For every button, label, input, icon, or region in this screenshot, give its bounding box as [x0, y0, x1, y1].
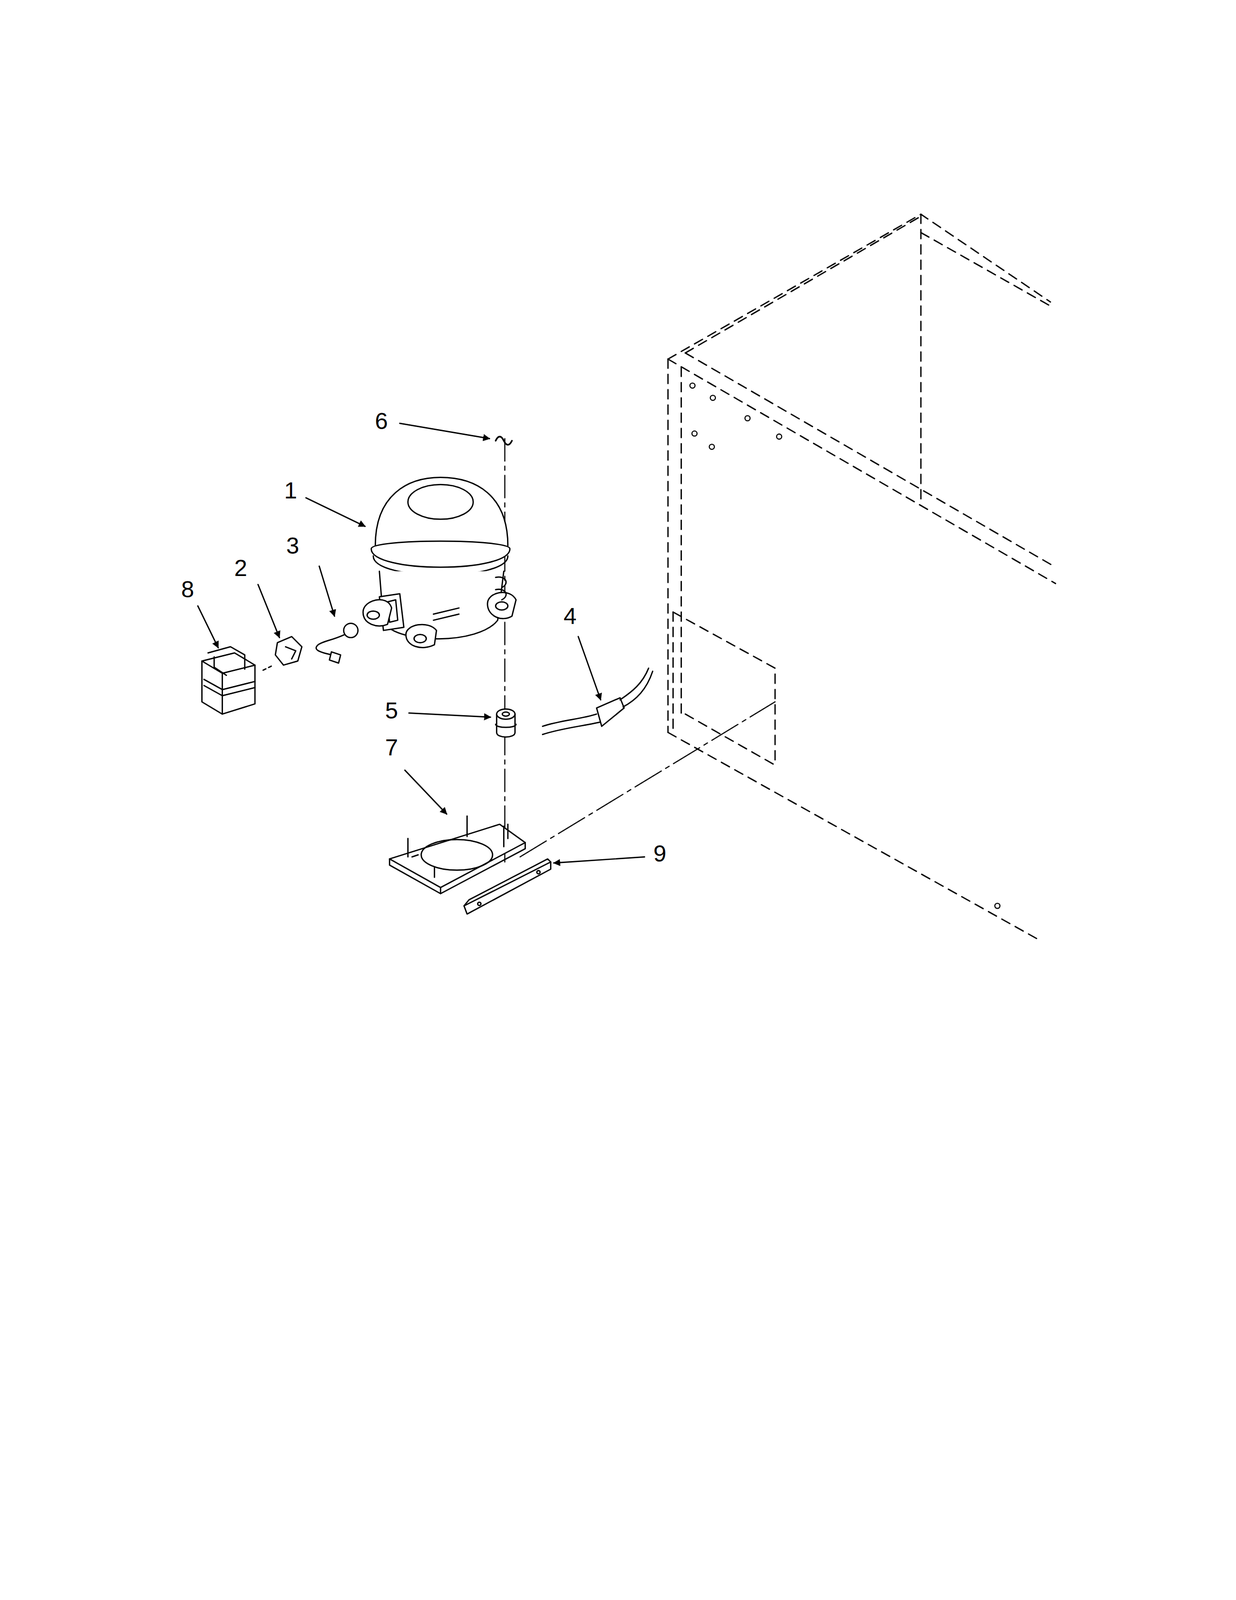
callout-number: 9 [653, 841, 667, 866]
base-plate [389, 815, 526, 894]
mounting-bracket [463, 858, 551, 915]
callout-number: 1 [284, 478, 298, 503]
callout-number: 4 [563, 604, 577, 628]
callout-number: 3 [285, 534, 300, 558]
callout-number: 6 [375, 409, 389, 433]
callout-number: 5 [385, 698, 399, 723]
overload-wire [316, 623, 358, 664]
leader-lines [197, 423, 645, 863]
callout-number: 2 [234, 556, 248, 580]
drier-tube [542, 667, 653, 735]
cabinet-outline [667, 214, 1056, 941]
callout-number: 8 [181, 577, 195, 602]
compressor [363, 477, 517, 648]
overload [263, 636, 302, 670]
relay [202, 646, 255, 714]
callout-number: 7 [385, 735, 399, 760]
grommet [495, 708, 517, 737]
